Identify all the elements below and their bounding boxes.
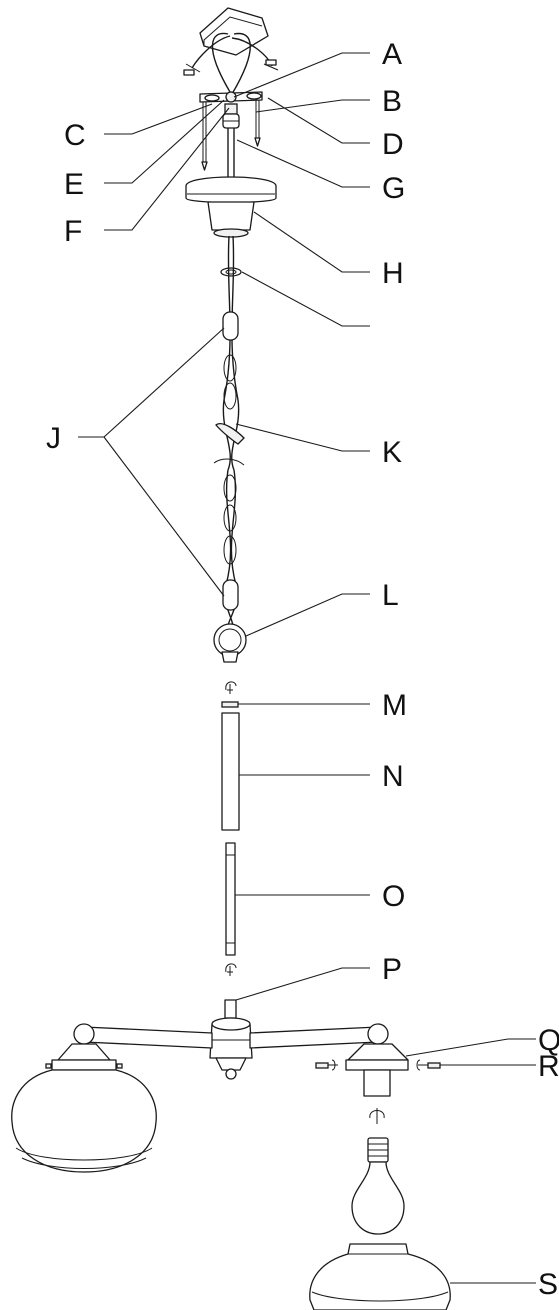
center-hub xyxy=(209,999,253,1080)
label-q: Q xyxy=(538,1024,559,1057)
washer xyxy=(221,701,239,708)
part-labels: A B C D E G F H J K L M N O P Q R S xyxy=(46,38,559,1301)
label-c: C xyxy=(64,119,86,152)
label-n: N xyxy=(382,760,404,793)
label-m: M xyxy=(382,689,407,722)
threaded-rod xyxy=(225,842,236,956)
label-o: O xyxy=(382,880,405,913)
canopy-ring xyxy=(220,267,242,277)
label-b: B xyxy=(382,85,402,118)
light-bulb xyxy=(351,1137,405,1235)
label-f: F xyxy=(64,215,82,248)
label-e: E xyxy=(64,168,84,201)
left-shade-holder xyxy=(45,1043,123,1071)
shade-screws xyxy=(315,1059,441,1071)
label-l: L xyxy=(382,579,399,612)
crossarm xyxy=(73,1023,389,1049)
label-p: P xyxy=(382,953,402,986)
label-s: S xyxy=(538,1268,558,1301)
label-h: H xyxy=(382,257,404,290)
mounting-bracket xyxy=(183,7,279,95)
fixture-loop xyxy=(213,623,247,663)
label-r: R xyxy=(538,1050,559,1083)
label-j: J xyxy=(46,422,61,455)
canopy xyxy=(185,176,277,238)
label-a: A xyxy=(382,38,402,71)
crossbar-plate xyxy=(199,91,263,103)
label-k: K xyxy=(382,436,402,469)
nipple-and-nut xyxy=(222,103,240,180)
bulb-arrow-icon xyxy=(369,1108,385,1124)
left-glass-shade xyxy=(11,1069,157,1173)
stem-sleeve xyxy=(221,712,240,831)
bottom-glass-shade xyxy=(309,1243,451,1310)
lock-nut-top xyxy=(225,681,237,694)
leader-lines xyxy=(78,52,536,1284)
chain-and-wire xyxy=(213,235,245,631)
label-d: D xyxy=(382,128,404,161)
label-g: G xyxy=(382,172,405,205)
socket-cup xyxy=(345,1043,409,1097)
mounting-screws xyxy=(201,100,261,171)
lock-nut-bottom xyxy=(225,963,237,976)
